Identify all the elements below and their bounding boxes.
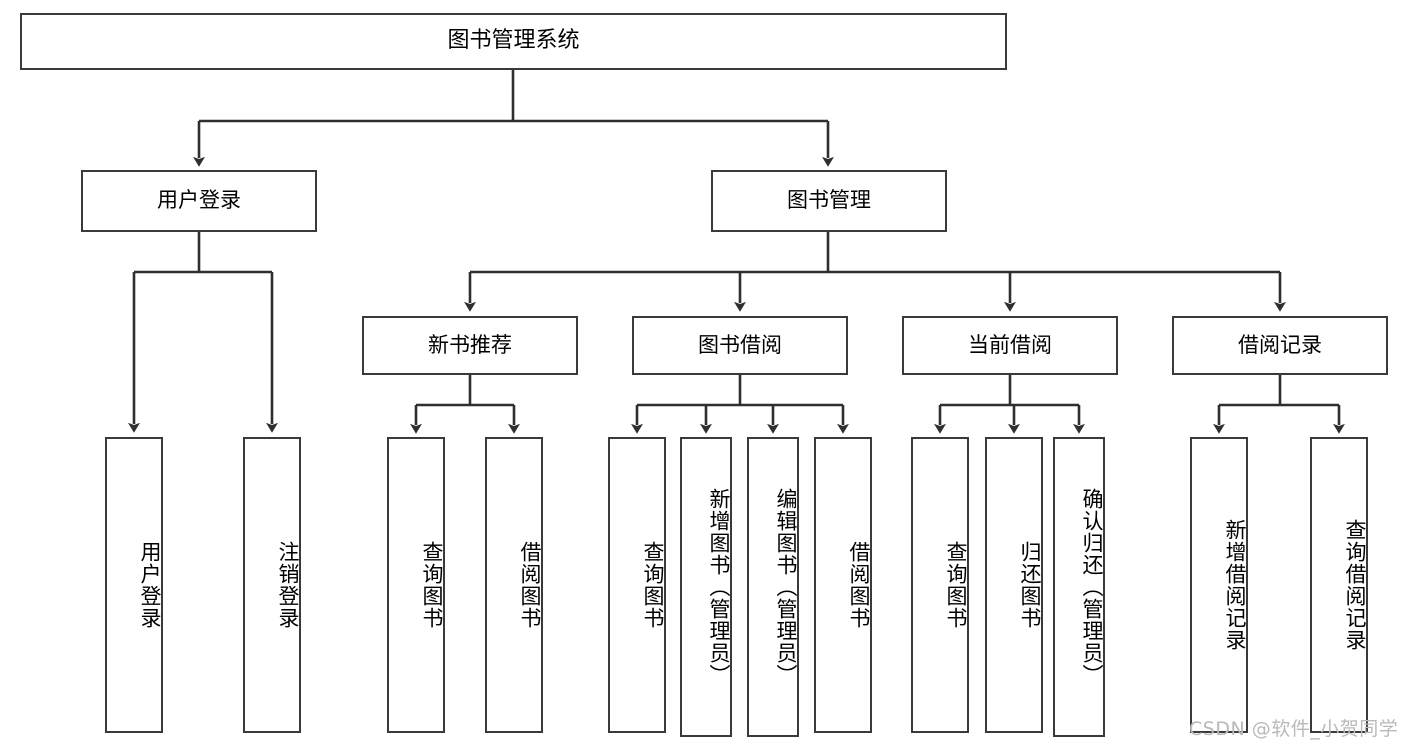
node-label: 查询图书 (420, 541, 444, 629)
node-label: 图书管理系统 (447, 28, 580, 54)
node-label: 注销登录 (276, 541, 300, 629)
node-level3-new-book-recommend[interactable]: 新书推荐 (362, 316, 578, 375)
node-label: 查询图书 (641, 541, 665, 629)
node-leaf-add-book-admin[interactable]: 新增图书（管理员） (680, 437, 732, 737)
node-leaf-return-book[interactable]: 归还图书 (985, 437, 1043, 733)
node-leaf-query-book-current[interactable]: 查询图书 (911, 437, 969, 733)
node-level2-user-login[interactable]: 用户登录 (81, 170, 317, 232)
node-level3-current-borrow[interactable]: 当前借阅 (902, 316, 1118, 375)
node-level3-book-borrow[interactable]: 图书借阅 (632, 316, 848, 375)
node-leaf-user-login[interactable]: 用户登录 (105, 437, 163, 733)
node-leaf-query-borrow-record[interactable]: 查询借阅记录 (1310, 437, 1368, 733)
node-label: 归还图书 (1018, 541, 1042, 629)
node-level2-book-management[interactable]: 图书管理 (711, 170, 947, 232)
node-leaf-edit-book-admin[interactable]: 编辑图书（管理员） (747, 437, 799, 737)
node-label: 用户登录 (138, 541, 162, 629)
node-leaf-query-book-recommend[interactable]: 查询图书 (387, 437, 445, 733)
node-label: 新增借阅记录 (1223, 519, 1247, 651)
node-label: 用户登录 (157, 188, 241, 213)
node-label: 图书管理 (787, 188, 871, 213)
node-label: 新书推荐 (428, 332, 512, 357)
node-leaf-logout[interactable]: 注销登录 (243, 437, 301, 733)
node-label: 查询图书 (944, 541, 968, 629)
node-leaf-add-borrow-record[interactable]: 新增借阅记录 (1190, 437, 1248, 733)
node-root[interactable]: 图书管理系统 (20, 13, 1007, 70)
csdn-watermark: CSDN @软件_小贺同学 (1189, 718, 1399, 740)
node-leaf-confirm-return-admin[interactable]: 确认归还（管理员） (1053, 437, 1105, 737)
node-label: 当前借阅 (968, 332, 1052, 357)
node-leaf-borrow-book-recommend[interactable]: 借阅图书 (485, 437, 543, 733)
node-label: 确认归还（管理员） (1080, 488, 1104, 686)
node-label: 图书借阅 (698, 332, 782, 357)
node-label: 借阅图书 (518, 541, 542, 629)
node-label: 新增图书（管理员） (707, 488, 731, 686)
node-label: 借阅图书 (847, 541, 871, 629)
node-leaf-borrow-book[interactable]: 借阅图书 (814, 437, 872, 733)
node-label: 查询借阅记录 (1343, 519, 1367, 651)
node-label: 编辑图书（管理员） (774, 488, 798, 686)
node-label: 借阅记录 (1238, 332, 1322, 357)
node-level3-borrow-record[interactable]: 借阅记录 (1172, 316, 1388, 375)
node-leaf-query-book-borrow[interactable]: 查询图书 (608, 437, 666, 733)
